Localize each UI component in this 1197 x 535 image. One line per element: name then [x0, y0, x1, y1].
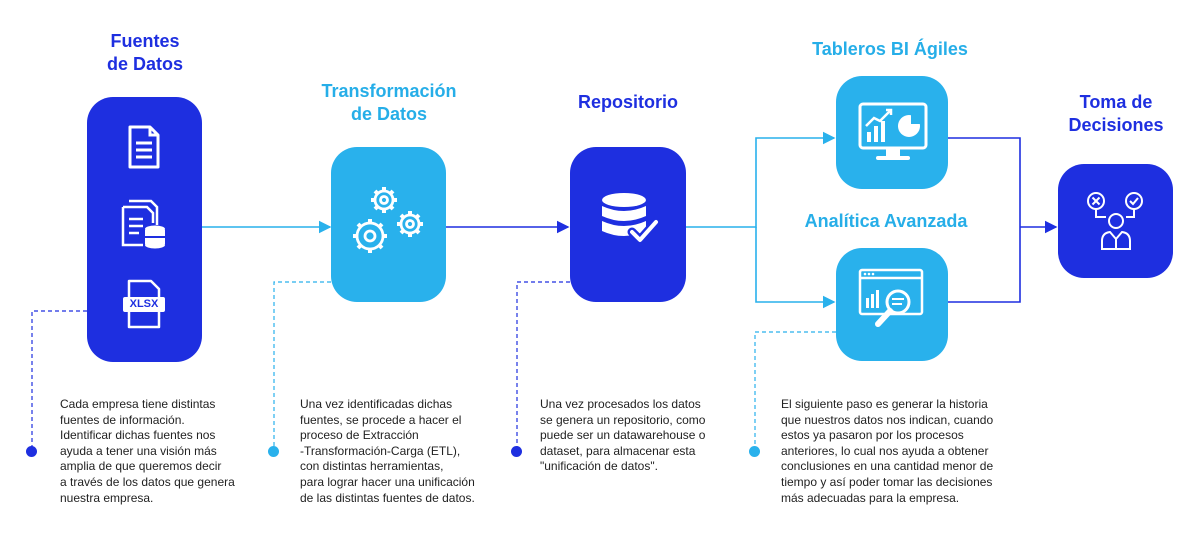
- title-repositorio: Repositorio: [577, 92, 678, 112]
- description-final-line: más adecuadas para la empresa.: [781, 490, 960, 505]
- description-transformacion-line: con distintas herramientas,: [300, 459, 444, 474]
- box-fuentes: XLSX: [87, 97, 202, 362]
- title-transformacion-line1: Transformación: [321, 81, 457, 101]
- description-final-line: anteriores, lo cual nos ayuda a obtener: [781, 443, 989, 458]
- spreadsheet-database-icon: [121, 199, 165, 249]
- title-tableros: Tableros BI Ágiles: [812, 39, 968, 59]
- description-repositorio-line: puede ser un datawarehouse o: [540, 428, 706, 443]
- title-transformacion: Transformación de Datos: [300, 80, 478, 126]
- description-repositorio-line: Una vez procesados los datos: [540, 397, 701, 411]
- description-transformacion-line: -Transformación-Carga (ETL),: [300, 443, 461, 458]
- box-transformacion: [331, 147, 446, 302]
- dashed-leaders: [31, 281, 836, 450]
- flow-arrows: [202, 131, 1058, 309]
- description-transformacion-line: de las distintas fuentes de datos.: [300, 490, 475, 505]
- description-final-line: conclusiones en una cantidad menor de: [781, 459, 994, 474]
- title-decisiones-line2: Decisiones: [1068, 115, 1164, 135]
- xlsx-file-icon: XLSX: [123, 279, 165, 329]
- bullet-dot-repositorio: [511, 446, 522, 457]
- magnifier-analytics-icon: [858, 268, 924, 327]
- description-transformacion: Una vez identificadas dichas fuentes, se…: [300, 397, 515, 506]
- branch-line-repositorio: [686, 131, 836, 228]
- description-repositorio-line: "unificación de datos".: [540, 459, 658, 474]
- description-repositorio-line: se genera un repositorio, como: [540, 412, 706, 427]
- description-fuentes-line: nuestra empresa.: [60, 490, 154, 505]
- leader-analitica: [754, 331, 836, 450]
- description-final-line: que nuestros datos nos indican, cuando: [781, 412, 994, 427]
- description-fuentes-line: ayuda a tener una visión más: [60, 443, 217, 458]
- description-transformacion-line: Una vez identificadas dichas: [300, 397, 453, 411]
- box-tableros: [836, 76, 948, 189]
- leader-fuentes: [31, 310, 87, 450]
- description-final-line: El siguiente paso es generar la historia: [781, 397, 988, 411]
- bullet-dot-fuentes: [26, 446, 37, 457]
- description-fuentes-line: fuentes de información.: [60, 412, 185, 427]
- branch-line-analitica: [755, 227, 836, 309]
- box-decisiones: [1058, 164, 1173, 278]
- description-fuentes-line: a través de los datos que genera: [60, 474, 235, 489]
- title-transformacion-line2: de Datos: [350, 104, 428, 124]
- title-decisiones-line1: Toma de: [1079, 92, 1153, 112]
- decision-person-icon: [1087, 192, 1143, 250]
- leader-transformacion: [273, 281, 331, 450]
- description-repositorio: Una vez procesados los datos se genera u…: [540, 397, 750, 475]
- description-fuentes-line: Cada empresa tiene distintas: [60, 397, 216, 411]
- title-fuentes-line1: Fuentes: [110, 31, 180, 51]
- description-transformacion-line: proceso de Extracción: [300, 428, 419, 443]
- description-transformacion-line: para lograr hacer una unificación: [300, 474, 475, 489]
- description-repositorio-line: dataset, para almacenar esta: [540, 443, 696, 458]
- description-transformacion-line: fuentes, se procede a hacer el: [300, 412, 462, 427]
- description-fuentes-line: amplia de que queremos decir: [60, 459, 222, 474]
- description-fuentes-line: Identificar dichas fuentes nos: [60, 428, 216, 443]
- description-final-line: estos ya pasaron por los procesos: [781, 428, 964, 443]
- xlsx-label: XLSX: [129, 298, 159, 310]
- bullet-dot-transformacion: [268, 446, 279, 457]
- monitor-charts-icon: [858, 102, 928, 160]
- document-icon: [128, 125, 160, 169]
- description-fuentes: Cada empresa tiene distintas fuentes de …: [60, 397, 270, 506]
- gears-icon: [353, 187, 423, 253]
- description-final-line: tiempo y así poder tomar las decisiones: [781, 474, 993, 489]
- title-fuentes: Fuentes de Datos: [80, 30, 210, 76]
- box-analitica: [836, 248, 948, 361]
- merge-line-tableros: [948, 137, 1021, 227]
- title-decisiones: Toma de Decisiones: [1048, 91, 1184, 137]
- merge-line-analitica: [948, 227, 1021, 303]
- database-check-icon: [602, 193, 660, 245]
- description-final: El siguiente paso es generar la historia…: [781, 397, 1041, 506]
- leader-repositorio: [516, 281, 570, 450]
- bullet-dot-final: [749, 446, 760, 457]
- box-repositorio: [570, 147, 686, 302]
- title-fuentes-line2: de Datos: [106, 54, 184, 74]
- title-analitica: Analítica Avanzada: [804, 211, 968, 231]
